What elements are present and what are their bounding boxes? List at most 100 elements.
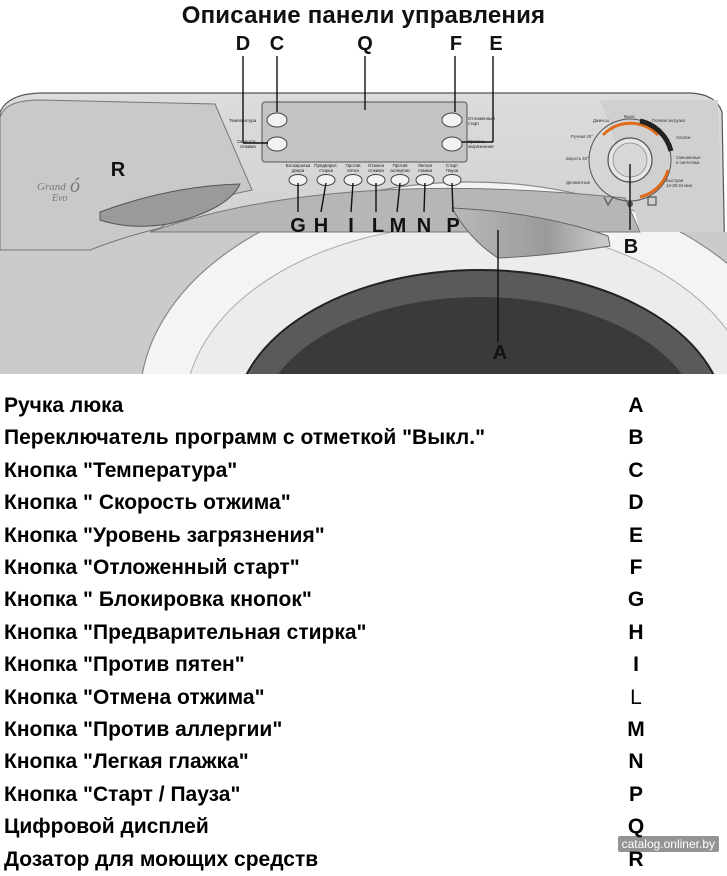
dial-label-quick-2: 14-30-44 мин	[666, 183, 693, 188]
detergent-symbol-icon	[603, 196, 614, 207]
callout-i: I	[348, 215, 354, 237]
option-button-label-2: пятен	[347, 168, 359, 173]
page-title: Описание панели управления	[181, 2, 546, 29]
legend-row: Кнопка "Против аллергии" M	[4, 714, 719, 746]
legend-letter: I	[633, 653, 639, 677]
spin-speed-label-2: отжима	[240, 144, 256, 149]
temperature-button[interactable]	[266, 112, 288, 128]
legend-text: Дозатор для моющих средств	[4, 847, 319, 871]
dial-label-off: Выкл.	[624, 114, 636, 119]
callout-f: F	[450, 33, 462, 55]
option-button-label-2: отжима	[368, 168, 384, 173]
legend-text: Кнопка " Скорость отжима"	[4, 491, 291, 515]
legend-text: Переключатель программ с отметкой "Выкл.…	[4, 426, 486, 450]
leader-line-p	[451, 182, 454, 213]
option-button-label: Предварит.	[314, 163, 337, 168]
leader-line-n	[423, 182, 426, 213]
legend-row: Кнопка "Старт / Пауза" P	[4, 779, 719, 811]
legend-text: Кнопка "Против аллергии"	[4, 718, 283, 741]
dial-label-mixed-2: и синтетика	[676, 160, 700, 165]
legend-letter: G	[627, 588, 645, 612]
legend-row: Дозатор для моющих средств R	[4, 844, 719, 876]
control-panel-diagram: Температура Скорость отжима Отложенный с…	[0, 33, 727, 374]
legend-text: Кнопка "Старт / Пауза"	[4, 782, 241, 806]
legend-row: Кнопка "Предварительная стирка" H	[4, 617, 719, 649]
legend-letter: B	[628, 426, 644, 450]
brand-logo-sub: Evo	[51, 193, 68, 204]
brand-logo-glyph: ó	[70, 175, 80, 197]
soil-level-label-2: загрязнения	[468, 144, 494, 149]
legend-row: Кнопка "Отложенный старт" F	[4, 552, 719, 584]
option-button-label-2: стирка	[319, 168, 333, 173]
delay-start-label-2: старт	[468, 121, 479, 126]
legend-letter: P	[628, 782, 643, 806]
soil-level-button[interactable]	[441, 136, 463, 152]
leader-line-i	[350, 182, 354, 213]
legend-row: Кнопка " Скорость отжима" D	[4, 487, 719, 519]
legend-letter: F	[629, 556, 643, 579]
spin-speed-label: Скорость	[237, 139, 257, 144]
option-button-label-2: аллергии	[390, 168, 410, 173]
callout-r: R	[111, 159, 126, 181]
legend-letter: M	[627, 718, 645, 741]
callout-h: H	[314, 215, 328, 237]
delay-start-button[interactable]	[441, 112, 463, 128]
option-button-label: Старт	[446, 163, 458, 168]
callout-d: D	[236, 33, 250, 55]
delay-start-label: Отложенный	[468, 115, 495, 121]
option-buttons-group: БлокировкадвериПредварит.стиркаПротивпят…	[286, 163, 462, 186]
callout-e: E	[489, 33, 502, 55]
dial-label-quick: Быстрая	[666, 178, 684, 183]
callout-c: C	[270, 33, 284, 55]
dial-label-cotton: Хлопок	[676, 135, 691, 140]
watermark: catalog.onliner.by	[617, 836, 719, 852]
legend-letter: C	[628, 458, 644, 482]
spin-speed-button[interactable]	[266, 136, 288, 152]
callout-a: A	[493, 342, 507, 364]
option-button-label: Против	[345, 163, 361, 168]
legend-text: Кнопка "Против пятен"	[4, 653, 245, 677]
callout-l: L	[372, 215, 384, 237]
legend-letter: E	[628, 523, 643, 547]
callout-n: N	[417, 215, 431, 237]
legend-text: Кнопка "Отложенный старт"	[4, 556, 300, 579]
legend-row: Ручка люка A	[4, 390, 719, 422]
option-button-label-2: Пауза	[446, 168, 459, 173]
legend-text: Кнопка "Предварительная стирка"	[4, 620, 367, 644]
rinse-symbol-icon	[647, 196, 657, 206]
legend-text: Кнопка "Отмена отжима"	[4, 685, 265, 709]
dial-label-delicate: Деликатные	[566, 180, 591, 185]
dial-label-mixed: Смешанные	[676, 155, 701, 160]
callout-m: M	[390, 215, 407, 237]
legend-text: Кнопка " Блокировка кнопок"	[4, 588, 312, 612]
dial-label-hand: Ручная 20°	[571, 134, 593, 139]
callout-p: P	[446, 215, 459, 237]
legend-row: Кнопка "Отмена отжима"L	[4, 682, 719, 714]
brand-logo: Grand	[37, 181, 66, 193]
legend-letter: H	[628, 620, 644, 644]
legend-text: Ручка люка	[4, 394, 124, 417]
legend-row: Кнопка "Уровень загрязнения" E	[4, 520, 719, 552]
option-button-label: Против	[392, 163, 408, 168]
callout-b: B	[624, 236, 638, 258]
legend-row: Кнопка "Легкая глажка"N	[4, 746, 719, 778]
legend-letter: R	[628, 847, 644, 871]
callout-q: Q	[357, 33, 373, 55]
legend-row: Переключатель программ с отметкой "Выкл.…	[4, 422, 719, 454]
callout-g: G	[290, 215, 306, 237]
leader-line-h	[320, 182, 327, 213]
dial-label-full-load: Полная загрузка	[652, 118, 686, 123]
dial-label-denim: Джинсы	[593, 118, 609, 123]
leader-line-m	[396, 182, 401, 213]
legend-letter: A	[628, 394, 644, 417]
drawer-handle	[99, 183, 241, 227]
legend-row: Кнопка "Против пятен" I	[4, 649, 719, 681]
legend-text: Кнопка "Уровень загрязнения"	[4, 523, 325, 547]
legend-text: Кнопка "Легкая глажка"	[4, 750, 249, 774]
legend-letter: Q	[627, 815, 645, 839]
legend-row: Кнопка "Температура"C	[4, 455, 719, 487]
option-button-label: Отмена	[368, 163, 385, 168]
legend-letter: D	[628, 491, 644, 515]
dial-label-wool: Шерсть 40°	[566, 156, 589, 161]
